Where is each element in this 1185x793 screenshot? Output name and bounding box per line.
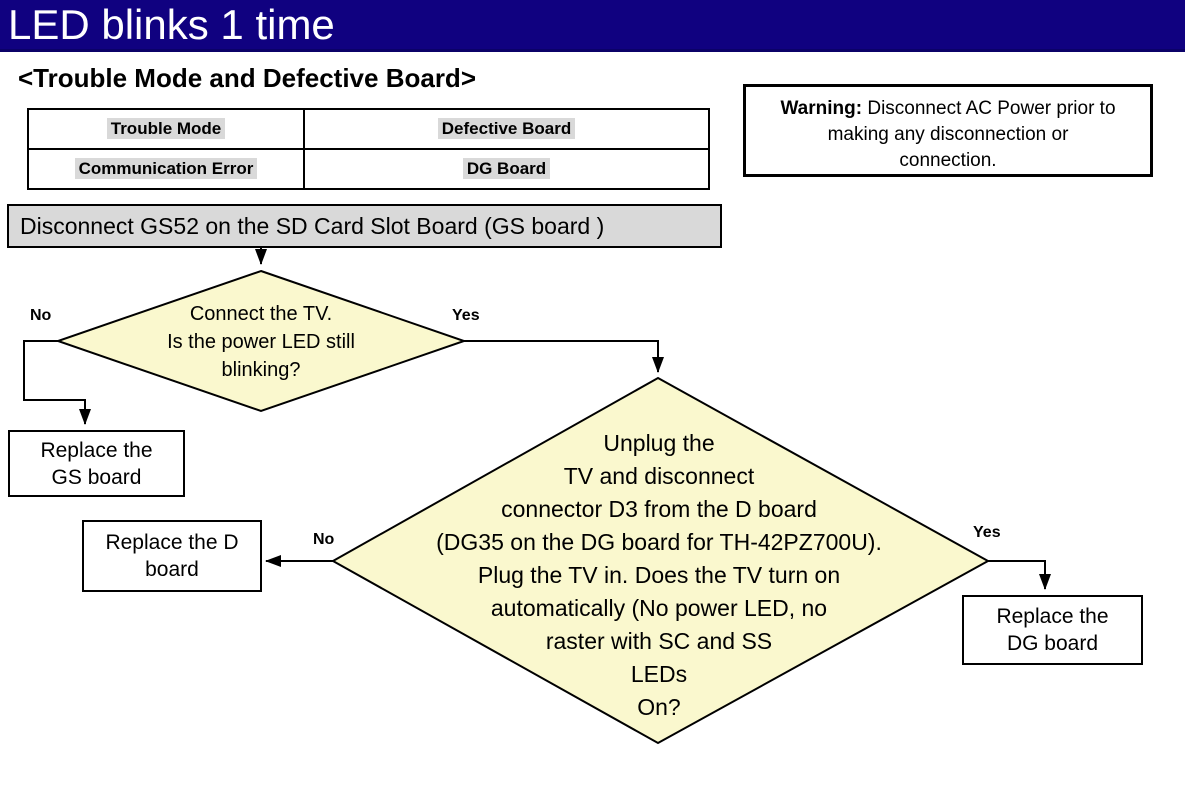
warning-box: Warning: Disconnect AC Power prior to ma…	[743, 84, 1153, 177]
warning-label: Warning:	[780, 98, 863, 119]
replace-dg-board-box: Replace the DG board	[962, 595, 1143, 665]
warning-text: Disconnect AC Power prior to making any …	[827, 98, 1116, 171]
table-row: Communication Error DG Board	[27, 148, 710, 190]
header-bar	[0, 0, 1185, 52]
decision2-yes-label: Yes	[973, 524, 1001, 541]
page-title: LED blinks 1 time	[8, 1, 335, 48]
connector-decision1-no	[23, 340, 91, 425]
table-cell-trouble-mode-value: Communication Error	[27, 148, 305, 190]
table-header-cell-defective-board: Defective Board	[303, 108, 710, 150]
table-header-cell-trouble-mode: Trouble Mode	[27, 108, 305, 150]
connector-decision1-yes	[464, 340, 664, 373]
table-header-row: Trouble Mode Defective Board	[27, 108, 710, 150]
trouble-mode-value: Communication Error	[74, 158, 258, 179]
connector-decision2-yes	[988, 560, 1051, 590]
table-cell-defective-board-value: DG Board	[303, 148, 710, 190]
replace-gs-board-box: Replace the GS board	[8, 430, 185, 497]
decision2-no-label: No	[313, 531, 335, 548]
start-step-box: Disconnect GS52 on the SD Card Slot Boar…	[7, 204, 722, 248]
decision2-diamond	[330, 376, 991, 745]
trouble-table: Trouble Mode Defective Board Communicati…	[27, 108, 710, 190]
decision1-no-label: No	[30, 307, 52, 324]
decision2-text: Unplug the TV and disconnect connector D…	[436, 430, 882, 720]
decision1-text: Connect the TV. Is the power LED still b…	[167, 303, 355, 381]
trouble-mode-header: Trouble Mode	[106, 118, 226, 139]
defective-board-header: Defective Board	[437, 118, 576, 139]
section-heading: <Trouble Mode and Defective Board>	[18, 63, 476, 93]
decision1-yes-label: Yes	[452, 307, 480, 324]
start-step-label: Disconnect GS52 on the SD Card Slot Boar…	[20, 213, 605, 239]
defective-board-value: DG Board	[462, 158, 551, 179]
replace-d-board-box: Replace the D board	[82, 520, 262, 592]
decision1-diamond	[54, 269, 468, 413]
